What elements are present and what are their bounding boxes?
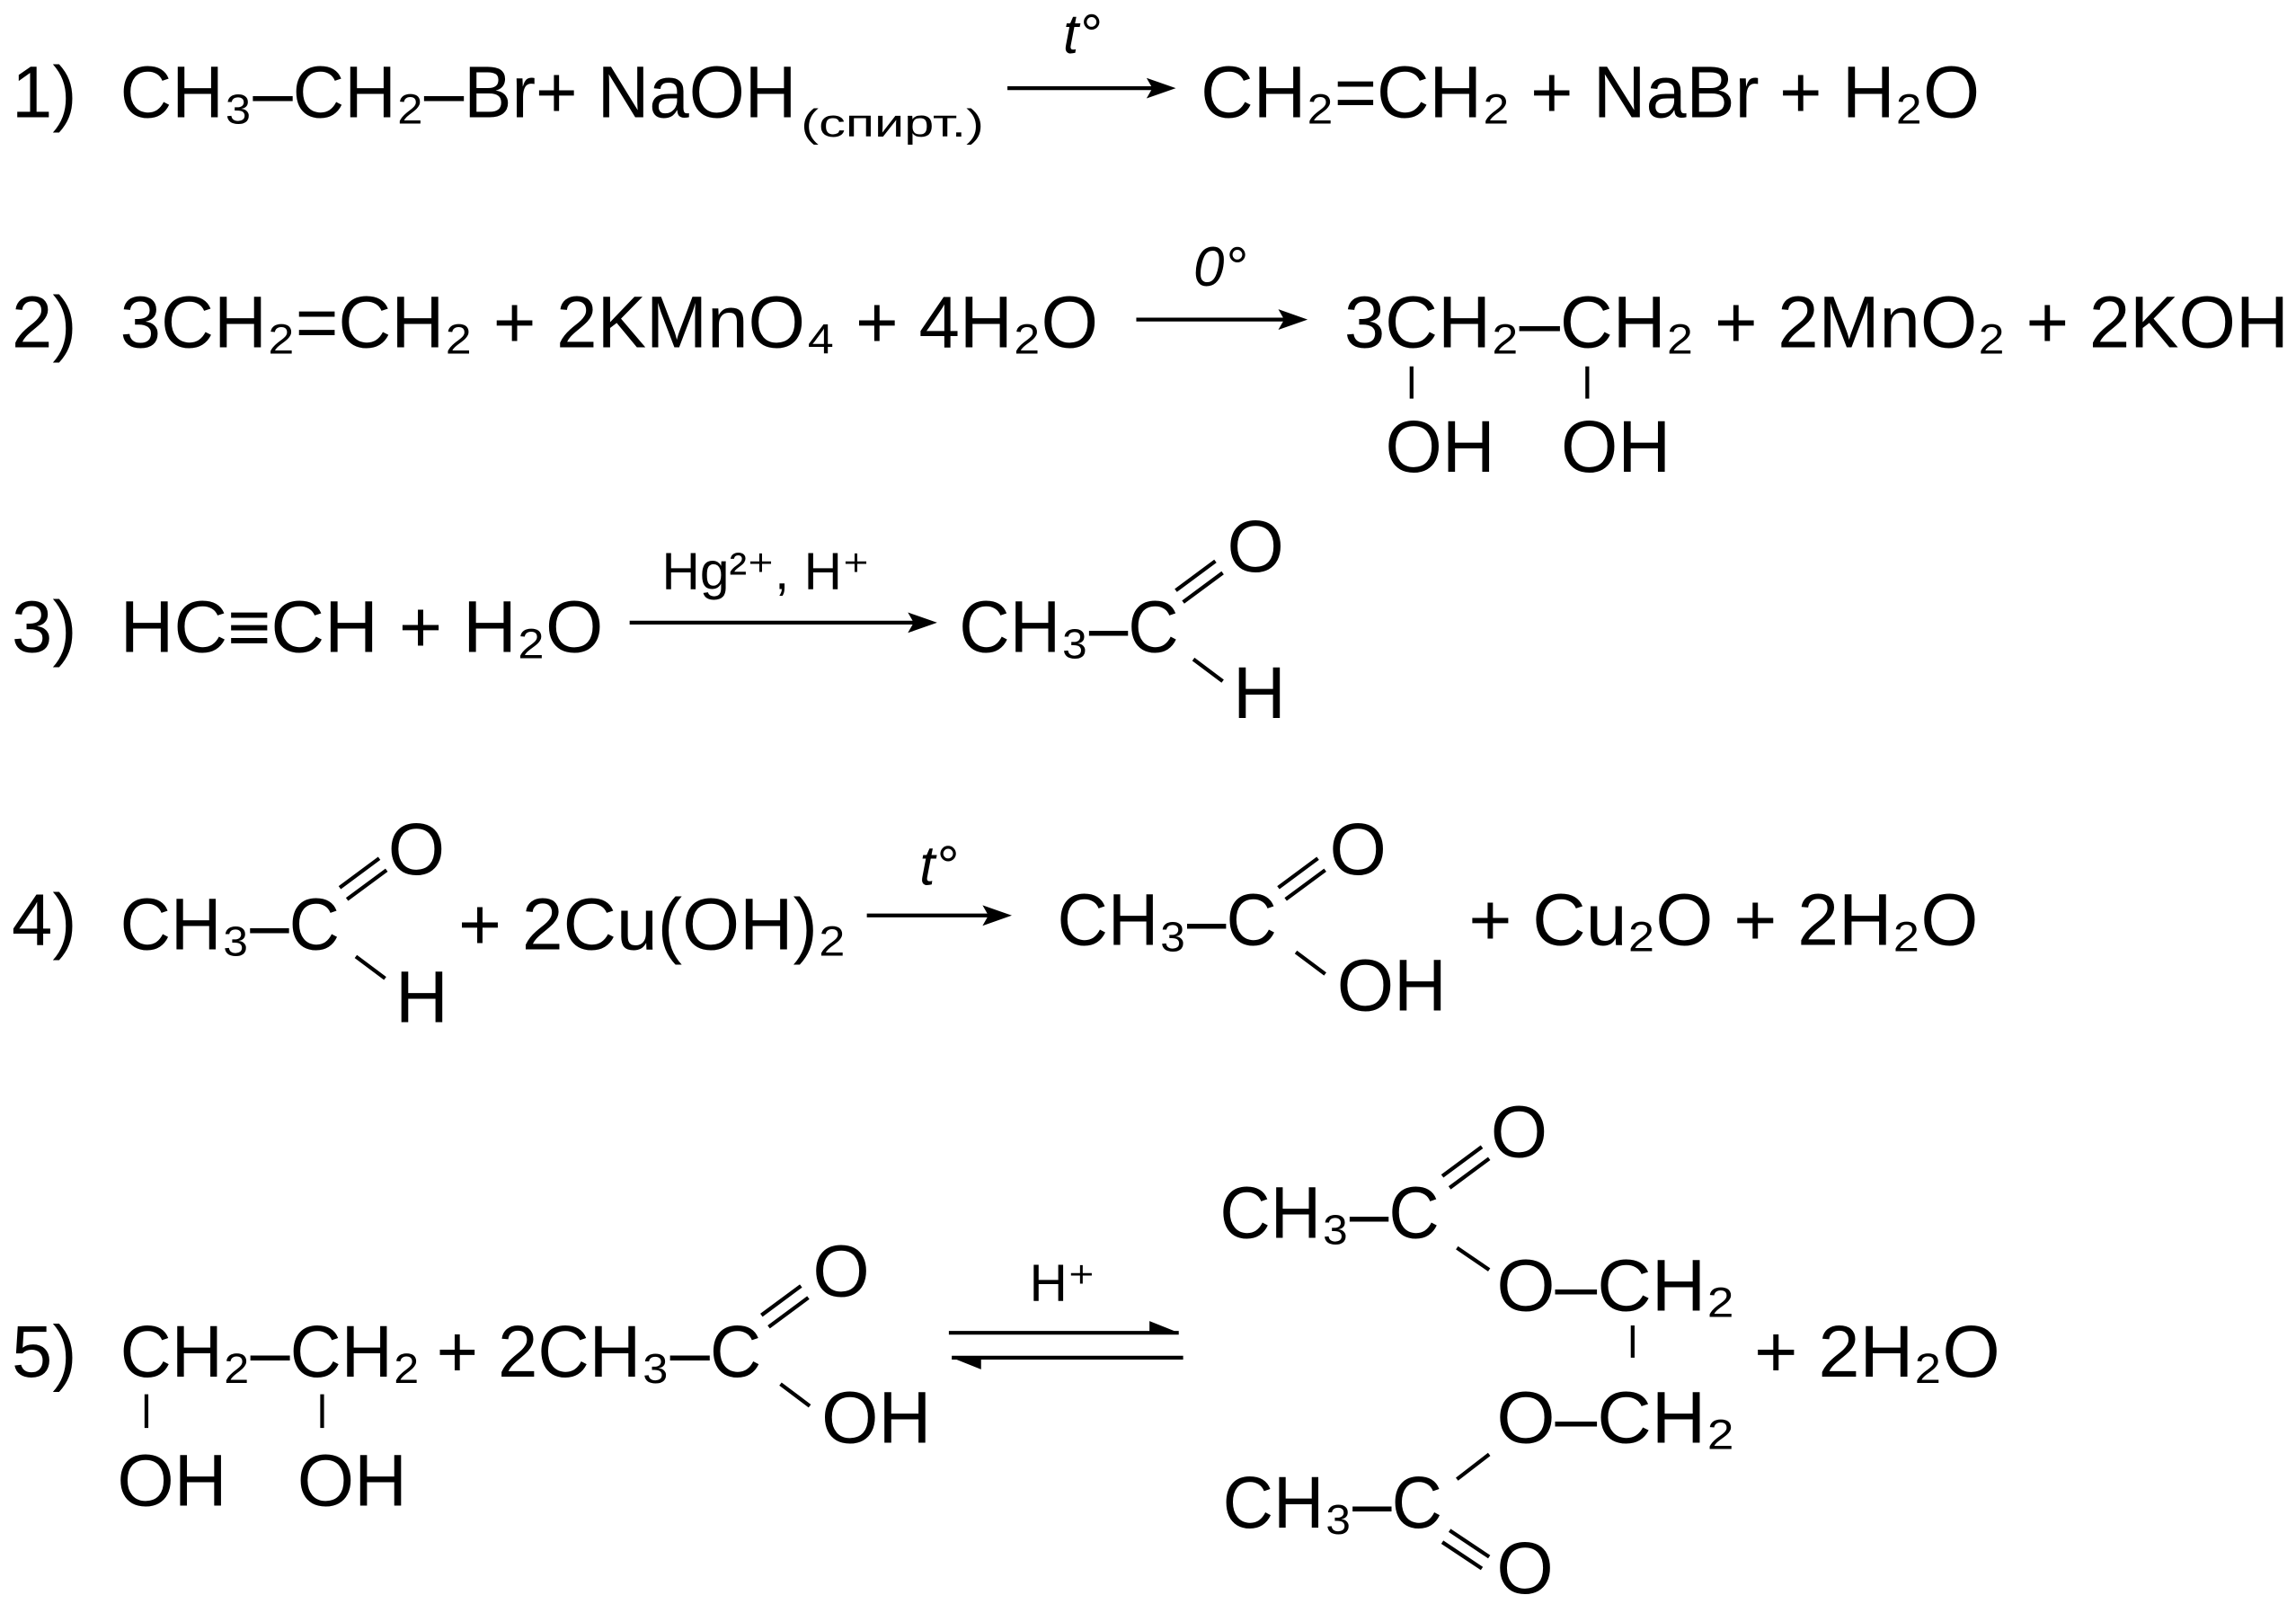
acetic-acid-chain: + 2CH₃–C — [437, 1311, 762, 1393]
reaction-3: 3) HC≡CH + H₂O Hg²⁺, H⁺ CH₃–C O H — [12, 506, 1286, 734]
reaction-number: 2) — [12, 282, 76, 364]
reaction-arrow — [866, 905, 1012, 926]
products: 3CH₂–CH₂ + 2MnO₂ + 2KOH — [1344, 282, 2289, 364]
solvent-note: (спирт.) — [801, 102, 984, 146]
double-bond — [1448, 1156, 1491, 1190]
product-top-chain: CH₃–C — [1219, 1172, 1439, 1254]
hydroxyl-group: OH — [117, 1440, 226, 1521]
reaction-number: 5) — [12, 1311, 76, 1393]
double-bond — [1182, 571, 1224, 604]
double-bond — [338, 856, 381, 890]
double-bond — [1448, 1529, 1491, 1559]
reaction-arrow — [629, 612, 937, 634]
equilibrium-arrow — [948, 1321, 1183, 1369]
reaction-number: 3) — [12, 586, 76, 668]
bond — [1294, 950, 1326, 976]
oxygen-atom: O — [1227, 506, 1283, 588]
hydrogen-atom: H — [395, 957, 448, 1039]
ester-group: O–CH₂ — [1496, 1245, 1735, 1327]
reaction-4: 4) CH₃–C O H + 2Cu(OH)₂ t° CH₃–C O OH + … — [12, 809, 1978, 1039]
condition-label: 0° — [1193, 236, 1246, 298]
reactants: HC≡CH + H₂O — [120, 586, 604, 668]
oxygen-atom: O — [1330, 809, 1387, 891]
double-bond — [1284, 868, 1326, 901]
bond — [354, 954, 386, 980]
condition-label: t° — [919, 836, 957, 898]
condition-label: t° — [1063, 4, 1101, 66]
bond — [779, 1382, 811, 1408]
oxygen-atom: O — [1491, 1092, 1547, 1174]
reactants: CH₃–CH₂–Br+ NaOH — [120, 52, 797, 134]
double-bond — [767, 1296, 810, 1329]
product-bottom-chain: CH₃–C — [1223, 1462, 1442, 1544]
oxygen-atom: O — [812, 1230, 869, 1312]
reaction-5: 5) CH₂–CH₂ OH OH + 2CH₃–C O OH H⁺ CH₃–C … — [12, 1092, 2000, 1604]
ester-group: O–CH₂ — [1496, 1377, 1735, 1458]
ethylene-glycol: CH₂–CH₂ — [120, 1311, 421, 1393]
reaction-arrow — [1136, 309, 1308, 330]
reactants-rest: + 2Cu(OH)₂ — [458, 883, 847, 965]
reaction-arrow — [1007, 77, 1176, 99]
products-rest: + Cu₂O + 2H₂O — [1468, 879, 1978, 961]
product-chain: CH₃–C — [1057, 879, 1276, 961]
oxygen-atom: O — [1496, 1528, 1553, 1604]
reactants: 3CH₂=CH₂ + 2KMnO₄ + 4H₂O — [120, 282, 1098, 364]
bond — [1456, 1452, 1491, 1481]
double-bond — [760, 1284, 802, 1317]
hydroxyl-group: OH — [297, 1440, 407, 1521]
reaction-number: 4) — [12, 879, 76, 961]
double-bond — [1175, 559, 1217, 592]
reaction-2: 2) 3CH₂=CH₂ + 2KMnO₄ + 4H₂O 0° 3CH₂–CH₂ … — [12, 236, 2289, 488]
reaction-1: 1) CH₃–CH₂–Br+ NaOH (спирт.) t° CH₂=CH₂ … — [12, 4, 1980, 146]
hydroxyl-group: OH — [1337, 945, 1447, 1027]
hydroxyl-group: OH — [1561, 406, 1671, 488]
bond — [1456, 1245, 1491, 1272]
double-bond — [1277, 856, 1319, 890]
condition-label: Hg²⁺, H⁺ — [662, 542, 870, 600]
double-bond — [1441, 1145, 1484, 1178]
double-bond — [345, 868, 388, 901]
products-rest: + 2H₂O — [1754, 1311, 2000, 1393]
hydroxyl-group: OH — [821, 1377, 931, 1458]
reaction-number: 1) — [12, 52, 76, 134]
hydroxyl-group: OH — [1385, 406, 1494, 488]
oxygen-atom: O — [388, 809, 445, 891]
condition-label: H⁺ — [1030, 1254, 1095, 1312]
products: CH₂=CH₂ + NaBr + H₂O — [1201, 52, 1980, 134]
product-chain: CH₃–C — [959, 586, 1178, 668]
double-bond — [1441, 1540, 1484, 1571]
reactant-chain: CH₃–C — [120, 883, 340, 965]
bond — [1192, 657, 1224, 683]
hydrogen-atom: H — [1233, 652, 1286, 734]
